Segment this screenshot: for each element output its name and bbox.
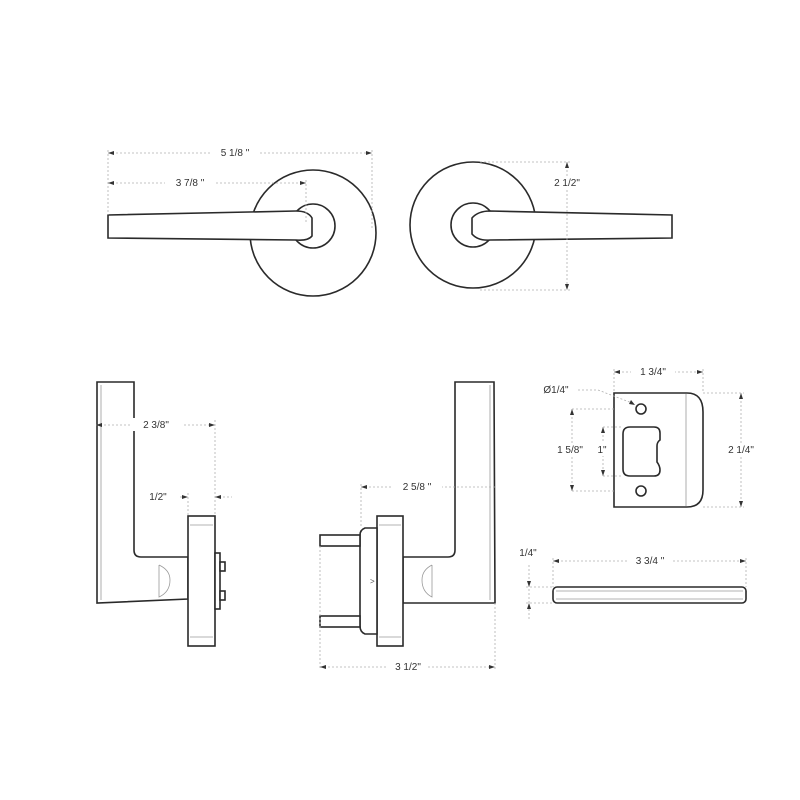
dim-overall-length: 5 1/8 "	[221, 148, 250, 159]
dim-projection-left: 2 3/8"	[143, 420, 169, 431]
dim-overall-depth: 3 1/2"	[395, 662, 421, 673]
front-right-lever-view: 2 1/2"	[409, 161, 673, 291]
lever-side-right	[402, 381, 496, 604]
svg-text:>: >	[370, 577, 375, 586]
spindle-view: 3 3/4 " 1/4"	[519, 548, 747, 620]
screw-hole-top	[635, 403, 647, 415]
strike-plate	[613, 392, 704, 508]
front-left-lever-view: 5 1/8 " 3 7/8 "	[107, 146, 377, 297]
side-view-right: > 2 5/8 " 3 1/2"	[319, 381, 496, 673]
mounting-post-bottom	[319, 615, 361, 628]
latch-opening	[622, 426, 661, 477]
rose-side-right	[376, 515, 404, 647]
dim-strike-height: 2 1/4"	[728, 445, 754, 456]
dim-rose-diameter: 2 1/2"	[554, 178, 580, 189]
dim-lever-length: 3 7/8 "	[176, 178, 205, 189]
dim-spindle-length: 3 3/4 "	[636, 556, 665, 567]
spindle	[552, 586, 747, 604]
dim-spindle-thickness: 1/4"	[519, 548, 537, 559]
dim-strike-width: 1 3/4"	[640, 367, 666, 378]
dim-hole-diameter: Ø1/4"	[543, 385, 569, 396]
dim-hole-spacing: 1 5/8"	[557, 445, 583, 456]
lever-side-left	[96, 381, 189, 604]
side-view-left: 2 3/8" 1/2"	[96, 381, 232, 647]
rose-side-left	[187, 515, 216, 647]
lever-handle-left	[107, 210, 313, 241]
lever-handle-right	[471, 210, 673, 241]
dim-projection-right: 2 5/8 "	[403, 482, 432, 493]
screw-hole-bottom	[635, 485, 647, 497]
dim-rose-thickness: 1/2"	[149, 492, 167, 503]
strike-plate-view: 1 3/4" Ø1/4" 1 5/8" 1" 2 1/4"	[543, 365, 765, 508]
dim-opening-height: 1"	[597, 445, 607, 456]
mounting-post-top	[319, 534, 361, 547]
